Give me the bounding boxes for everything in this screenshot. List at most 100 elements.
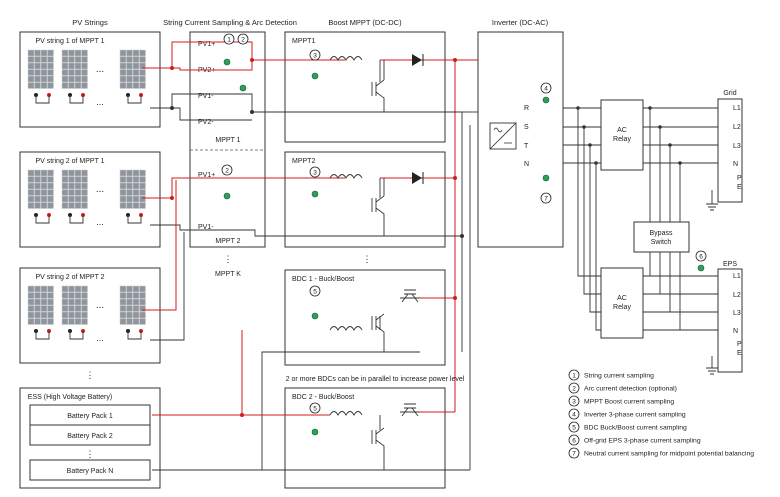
- battery-pack-1-label: Battery Pack 1: [67, 413, 113, 420]
- marker-5b-text: 5: [313, 406, 317, 413]
- mppt2-diode-icon: [412, 172, 422, 184]
- solar-panel-icon: [27, 49, 54, 89]
- header-pv-strings: PV Strings: [72, 18, 108, 27]
- marker-2b-circle: [221, 164, 233, 176]
- junction-dot: [582, 125, 586, 129]
- legend-number: 6: [572, 438, 576, 445]
- mppt1-box: [284, 31, 446, 143]
- terminal-ellipsis: ...: [96, 333, 104, 343]
- junction-dot: [678, 161, 682, 165]
- sensor-icon: [223, 192, 231, 200]
- converter-components: [329, 54, 424, 470]
- marker-2b-text: 2: [225, 168, 229, 175]
- grid-p-label: P: [737, 175, 742, 182]
- pv-string-title-3: PV string 2 of MPPT 2: [35, 274, 104, 281]
- marker-7-text: 7: [544, 196, 548, 203]
- mppt1-title: MPPT1: [292, 38, 315, 45]
- panel-interconnect: [35, 215, 142, 224]
- marker-6-circle: [695, 250, 707, 262]
- header-sampling: String Current Sampling & Arc Detection: [163, 18, 297, 27]
- eps-l3-label: L3: [733, 310, 741, 317]
- ess-title: ESS (High Voltage Battery): [28, 394, 112, 401]
- grid-terminal-block: [717, 98, 743, 203]
- label-mppt1: MPPT 1: [215, 137, 240, 144]
- label-pv1m-a: PV1-: [198, 93, 214, 100]
- bdc2-low-switch-icon: [371, 415, 385, 470]
- mppt1-inductor-icon: [329, 56, 363, 61]
- legend-marker: [568, 421, 580, 433]
- legend-text: MPPT Boost current sampling: [584, 399, 674, 406]
- grid-l1-label: L1: [733, 105, 741, 112]
- ac-relay-grid: [600, 99, 644, 171]
- junction-dot: [576, 106, 580, 110]
- marker-3b-circle: [309, 166, 321, 178]
- marker-1-circle: [223, 33, 235, 45]
- solar-panel-icon: [119, 49, 146, 89]
- junction-dot: [250, 110, 254, 114]
- junction-dot: [170, 196, 174, 200]
- junction-dot: [648, 106, 652, 110]
- eps-l1-label: L1: [733, 273, 741, 280]
- legend-text: Off-grid EPS 3-phase current sampling: [584, 438, 701, 445]
- junction-dot: [453, 296, 457, 300]
- eps-terminal-block: [717, 268, 743, 373]
- junction-dot: [240, 413, 244, 417]
- panel-interconnect: [35, 331, 142, 340]
- pv-vertical-ellipsis: ⋮: [86, 370, 95, 380]
- marker-2-circle: [237, 33, 249, 45]
- legend-number: 1: [572, 373, 576, 380]
- junction-dot: [588, 143, 592, 147]
- sensor-icon: [311, 312, 319, 320]
- sensor-icon: [311, 72, 319, 80]
- ac-relay-eps-label-1: AC: [617, 295, 627, 302]
- sensor-icon: [542, 174, 550, 182]
- solar-panel-group-3: ......: [27, 285, 146, 343]
- junction-dot: [594, 161, 598, 165]
- pv-string-title-2: PV string 2 of MPPT 1: [35, 158, 104, 165]
- ac-relay-grid-label-2: Relay: [613, 136, 631, 143]
- legend-text: Neutral current sampling for midpoint po…: [584, 451, 754, 458]
- solar-panel-icon: [119, 169, 146, 209]
- sensor-icon: [697, 264, 705, 272]
- eps-l2-label: L2: [733, 292, 741, 299]
- bdc-parallel-note: 2 or more BDCs can be in parallel to inc…: [286, 376, 465, 383]
- legend-number: 7: [572, 451, 576, 458]
- legend-text: Inverter 3-phase current sampling: [584, 412, 686, 419]
- eps-e-label: E: [737, 350, 742, 357]
- bdc2-box: [284, 387, 446, 489]
- battery-pack-n-label: Battery Pack N: [67, 468, 114, 475]
- junction-dot: [668, 143, 672, 147]
- marker-7-circle: [540, 192, 552, 204]
- terminal-ellipsis: ...: [96, 97, 104, 107]
- bypass-switch: [633, 221, 690, 253]
- mppt2-switch-icon: [371, 178, 385, 236]
- marker-1-text: 1: [227, 37, 231, 44]
- bdc2-inductor-icon: [329, 411, 363, 416]
- marker-5b-circle: [309, 402, 321, 414]
- marker-4-circle: [540, 82, 552, 94]
- junction-dot: [658, 125, 662, 129]
- header-inverter: Inverter (DC-AC): [492, 18, 549, 27]
- legend-number: 4: [572, 412, 576, 419]
- junction-dot: [170, 66, 174, 70]
- bdc1-inductor-icon: [329, 326, 363, 331]
- bdc1-high-switch-icon: [400, 289, 420, 303]
- label-pv1p-a: PV1+: [198, 41, 215, 48]
- wiring: [142, 41, 718, 471]
- solar-panel-group-2: ......: [27, 169, 146, 227]
- legend-marker: [568, 395, 580, 407]
- solar-panel-icon: [27, 285, 54, 325]
- ac-relay-grid-label-1: AC: [617, 127, 627, 134]
- label-pv2m-a: PV2-: [198, 119, 214, 126]
- ac-relay-eps: [600, 267, 644, 339]
- phase-s-label: S: [524, 124, 529, 131]
- sensor-icon: [542, 96, 550, 104]
- converter-vertical-ellipsis: ⋮: [363, 254, 372, 264]
- junction-dot: [453, 176, 457, 180]
- bypass-switch-label-2: Switch: [651, 239, 672, 246]
- solar-panel-icon: [61, 49, 88, 89]
- mppt2-box: [284, 151, 446, 248]
- sensor-icon: [311, 190, 319, 198]
- inverter-symbol-diagonal: [489, 122, 517, 150]
- marker-3a-circle: [309, 49, 321, 61]
